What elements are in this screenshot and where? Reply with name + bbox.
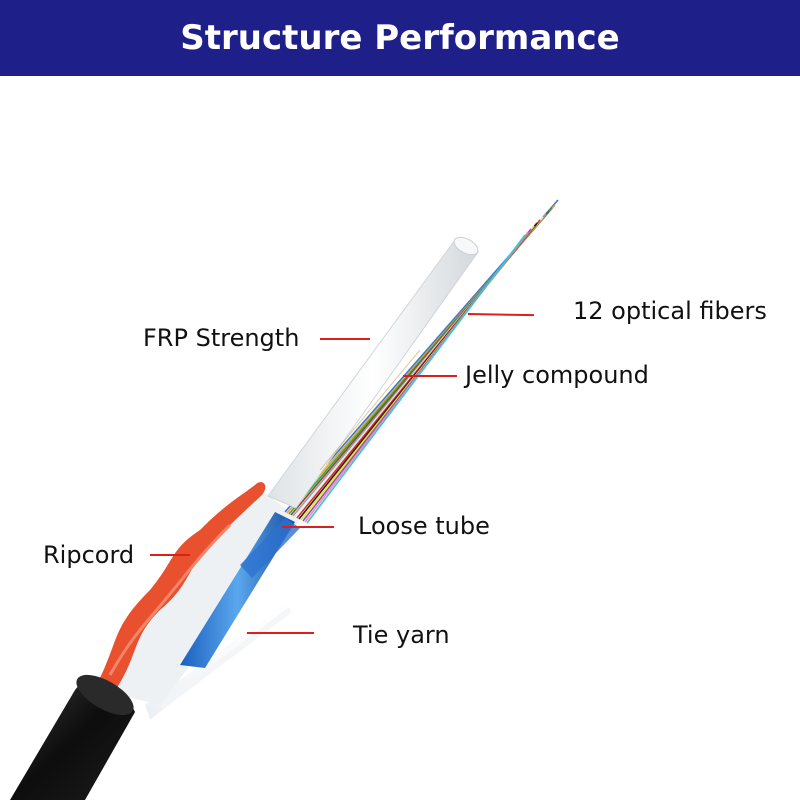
header-banner: Structure Performance (0, 0, 800, 76)
page-title: Structure Performance (180, 18, 620, 58)
frp-leader (320, 338, 370, 340)
jelly-sheen (319, 349, 421, 471)
outer-jacket (10, 674, 135, 800)
tie-yarn-leader (247, 632, 314, 634)
jelly-leader (403, 375, 457, 377)
ripcord-shape (95, 482, 266, 695)
label-frp-strength: FRP Strength (143, 324, 300, 352)
cable-core (100, 485, 300, 705)
loose-tube-leader (282, 526, 334, 528)
frp-rod (267, 236, 479, 509)
label-ripcord: Ripcord (43, 541, 135, 569)
label-optical-fibers: 12 optical fibers (573, 297, 767, 325)
label-tie-yarn: Tie yarn (353, 621, 450, 649)
loose-tube-shape (180, 512, 300, 668)
ripcord-leader (150, 554, 190, 556)
label-loose-tube: Loose tube (358, 512, 490, 540)
tie-yarn-strands (145, 590, 305, 720)
label-jelly-compound: Jelly compound (465, 361, 649, 389)
